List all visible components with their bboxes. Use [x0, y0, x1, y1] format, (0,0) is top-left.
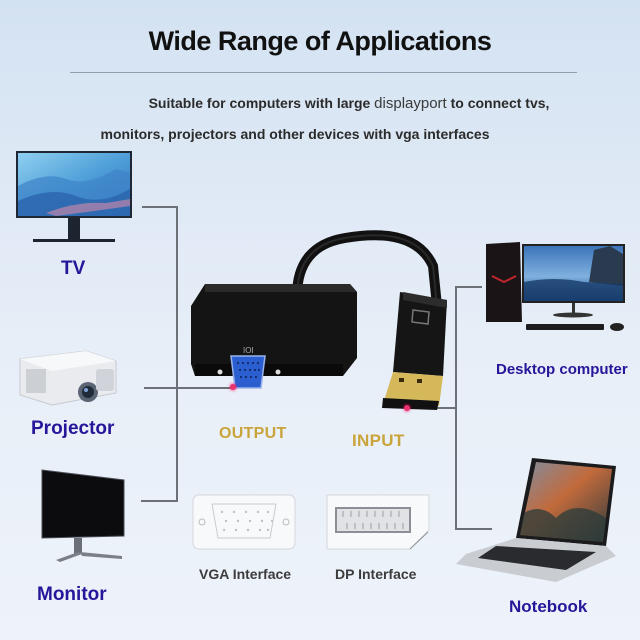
desktop-computer-device [484, 240, 626, 336]
vga-interface [192, 494, 296, 550]
projector-label: Projector [31, 418, 115, 439]
connector-line-notebook [455, 528, 492, 530]
vga-port-icon [192, 494, 296, 550]
connector-line-desktop [455, 286, 482, 288]
dp-input-marker [404, 405, 410, 411]
subtitle-text: Suitable for computers with large [148, 95, 375, 111]
dp-interface [326, 494, 430, 550]
vga-port-marking: IOI [243, 346, 254, 355]
input-label: INPUT [352, 431, 405, 450]
vga-output-marker [230, 384, 236, 390]
projector-device [16, 347, 118, 409]
notebook-icon [456, 458, 616, 582]
monitor-device [40, 468, 126, 562]
subtitle-line-1: Suitable for computers with large displa… [0, 88, 640, 119]
adapter-icon: IOI [191, 230, 447, 410]
subtitle-highlight: displayport [374, 95, 447, 112]
subtitle-text: to connect tvs, [446, 95, 550, 111]
tv-device [16, 151, 133, 246]
title-divider [70, 72, 577, 73]
tv-label: TV [61, 258, 86, 279]
desktop-computer-icon [486, 242, 625, 331]
page-title: Wide Range of Applications [148, 26, 492, 56]
connector-line-monitor [141, 500, 178, 502]
connector-line-projector [144, 387, 232, 389]
dp-to-vga-adapter: IOI [185, 226, 455, 416]
monitor-label: Monitor [37, 584, 107, 605]
projector-icon [19, 350, 117, 406]
notebook-label: Notebook [509, 597, 588, 616]
subtitle-line-2: monitors, projectors and other devices w… [100, 126, 490, 142]
dp-interface-label: DP Interface [335, 566, 417, 582]
output-label: OUTPUT [219, 425, 287, 442]
subtitle: Suitable for computers with large displa… [0, 88, 640, 150]
desktop-computer-label: Desktop computer [496, 361, 628, 378]
tv-icon [16, 151, 132, 242]
marker-dot [230, 384, 236, 390]
connector-line-tv [142, 206, 177, 208]
marker-dot [404, 405, 410, 411]
connector-line-right-vertical [455, 286, 457, 530]
dp-port-icon [326, 494, 430, 550]
notebook-device [456, 458, 618, 582]
monitor-icon [41, 469, 125, 562]
connector-line-left-vertical [176, 206, 178, 502]
vga-interface-label: VGA Interface [199, 566, 292, 582]
